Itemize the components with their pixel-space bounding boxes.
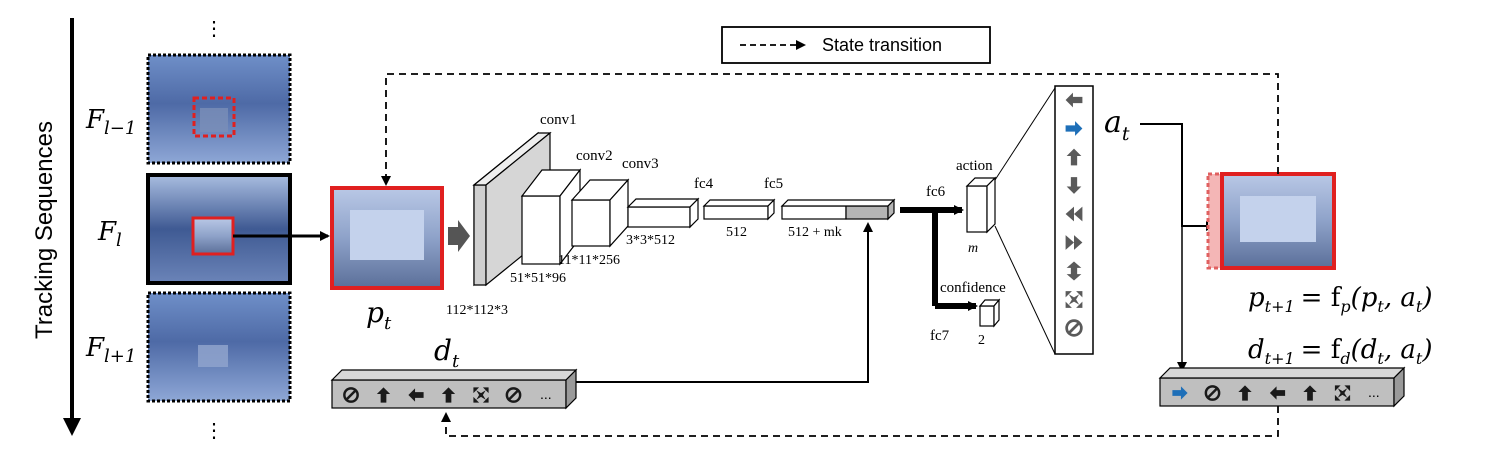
frame-prev [146,53,292,165]
stop-icon [1204,385,1221,401]
frame-label-next: Fl+1 [85,333,136,367]
frames-dots-bottom: ⋮ [204,420,224,442]
conv1-block [472,131,552,287]
confidence-dims: 2 [978,333,985,348]
arrow-up-icon [1066,148,1082,166]
conv2-block [520,168,582,266]
frame-label-prev: Fl−1 [85,105,136,139]
action-to-patch-line [1140,123,1216,231]
conv1-name: conv1 [540,112,577,128]
fc5-block [702,198,776,221]
legend-label: State transition [822,35,942,55]
fc7-name: fc7 [930,328,950,344]
scale-down-icon [473,387,489,403]
frames-dots-top: ⋮ [204,18,224,40]
fc4-block [626,197,700,229]
action-label: at [1104,105,1130,145]
svg-text:Fl: Fl [97,217,122,251]
stop-icon [343,387,359,403]
stop-icon [505,387,522,403]
svg-text:Fl−1: Fl−1 [85,105,136,139]
frame-next [146,291,292,403]
arrow-up-icon [376,387,391,403]
history-to-fc6-line [576,222,873,383]
equation-history: dt+1= fd(dt, at) [1248,335,1432,368]
arrow-up-icon [1238,385,1252,401]
fc6-input-block [780,198,896,221]
history-right-ellipsis: ... [1368,384,1380,400]
svg-text:dt+1= fd(dt, at): dt+1= fd(dt, at) [1248,335,1432,368]
history-left-icons [343,387,522,403]
conv1-dims: 112*112*3 [446,303,508,318]
frame-label-current: Fl [97,217,122,251]
stop-icon [1065,319,1083,337]
equation-position: pt+1= fp(pt, at) [1248,283,1432,316]
conv3-dims: 11*11*256 [558,253,620,268]
action-dims: m [968,241,978,256]
history-label: dt [434,334,460,372]
arrow-up-icon [441,387,456,403]
axis-label: Tracking Sequences [31,121,58,339]
arrow-down-icon [1066,177,1082,194]
fc4-name: fc4 [694,176,714,192]
conv3-block [570,178,630,248]
patch-image [330,186,444,290]
history-bar-right [1158,366,1406,408]
scale-down-icon [1334,385,1351,401]
expand-line-top [994,87,1056,181]
confidence-name: confidence [940,280,1006,296]
fc4-dims: 3*3*512 [626,233,675,248]
fc5-name: fc5 [764,176,783,192]
result-patch [1206,172,1336,270]
svg-text:Fl+1: Fl+1 [85,333,136,367]
arrow-right-icon [1065,121,1083,136]
conv2-dims: 51*51*96 [510,271,566,286]
state-transition-top [381,73,1279,186]
fc5-dims: 512 [726,225,747,240]
legend: State transition [721,26,991,64]
action-panel-icons [1065,92,1083,337]
scale-down-icon [1065,291,1083,308]
input-arrow-icon [448,220,470,252]
arrow-left-icon [1269,386,1286,400]
branch-connector [900,207,938,306]
frame-current [146,173,292,285]
action-block [965,176,997,234]
svg-text:pt+1= fp(pt, at): pt+1= fp(pt, at) [1248,283,1432,316]
arrow-right-icon [1172,386,1188,400]
arrow-left-icon [1065,92,1083,108]
fc6-name: fc6 [926,184,946,200]
history-left-ellipsis: ... [540,386,552,402]
conv3-name: conv3 [622,156,659,172]
conv2-name: conv2 [576,148,613,164]
expand-line-bottom [994,225,1056,355]
history-right-icons [1172,385,1351,401]
arrow-up-icon [1303,385,1317,401]
scale-up-icon [1066,261,1082,281]
confidence-block [978,298,1001,328]
action-name: action [956,158,993,174]
fc6-input-dims: 512 + mk [788,225,842,240]
arrow-left-icon [408,388,424,402]
state-transition-bottom [441,406,1279,437]
patch-label: pt [366,296,392,334]
